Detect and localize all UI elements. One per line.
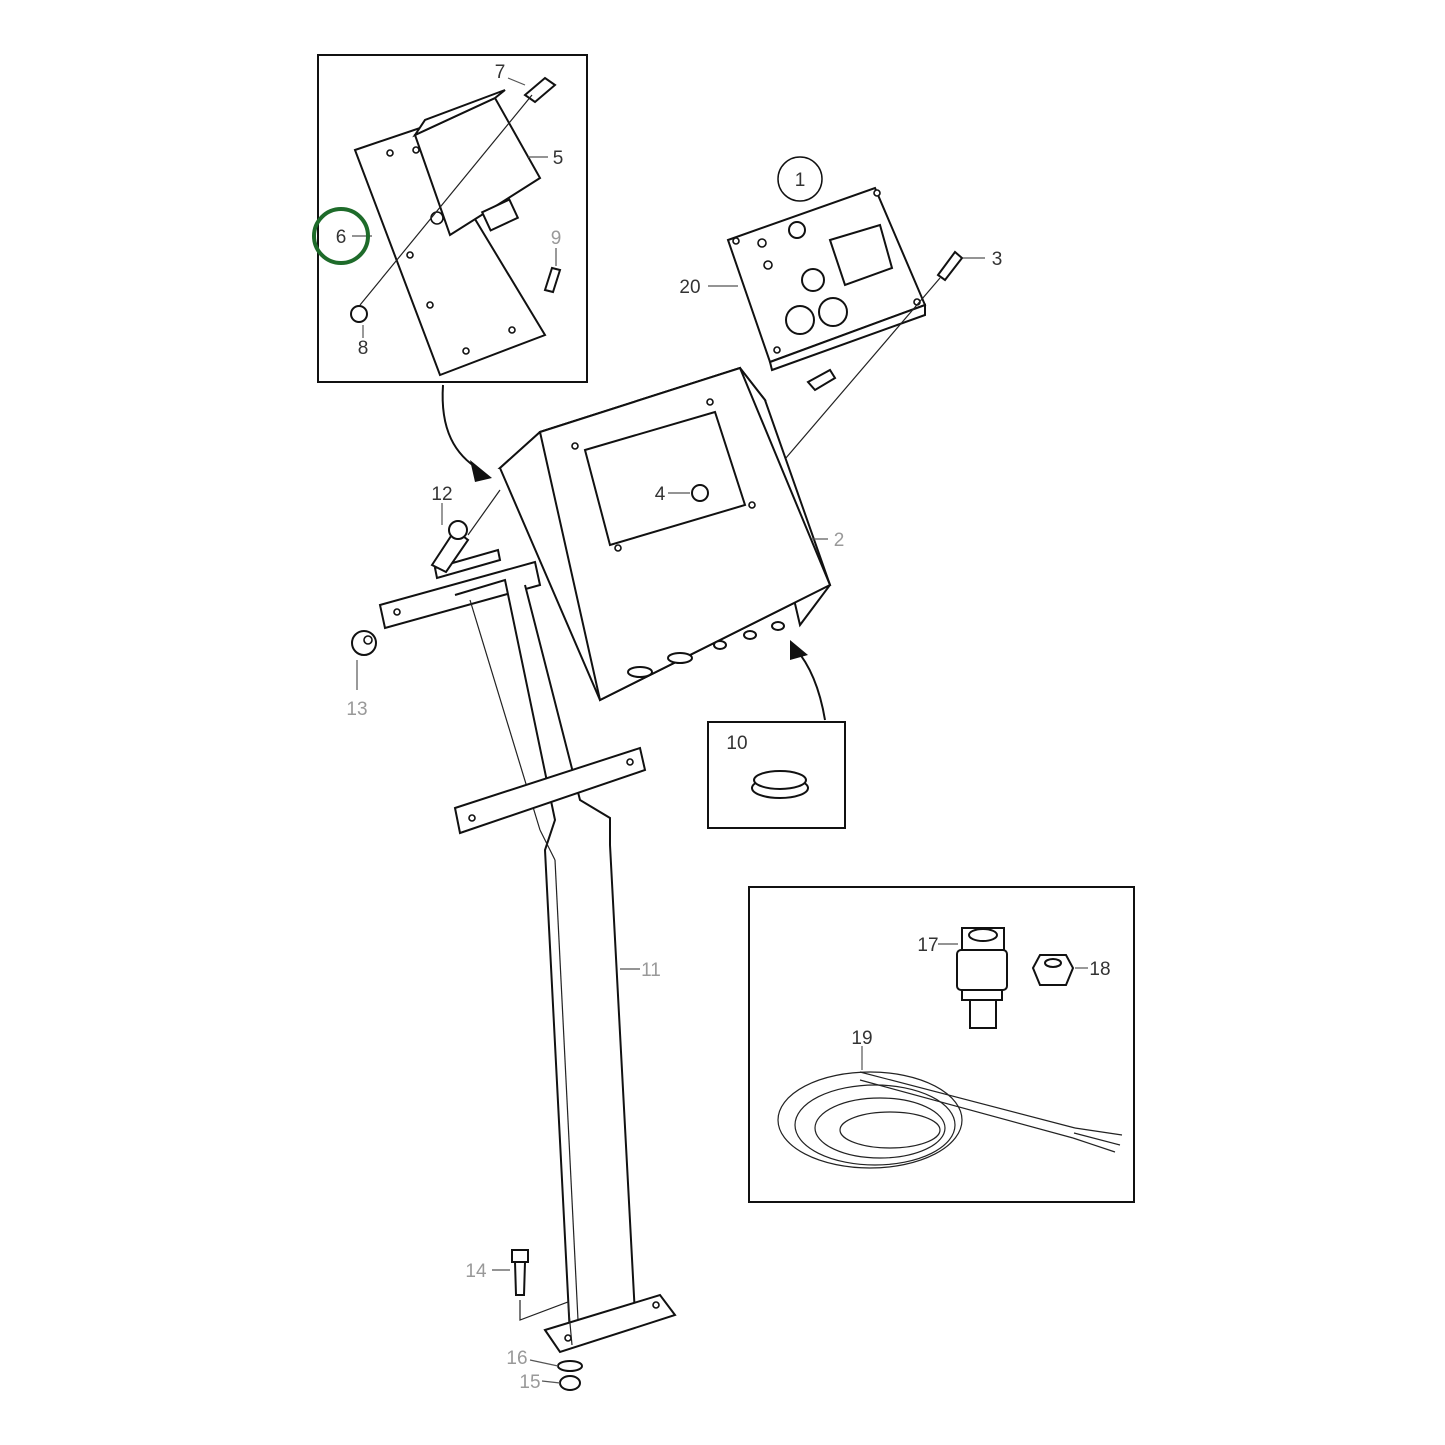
inset-plug: 10 (707, 721, 846, 829)
callout-19: 19 (851, 1028, 872, 1049)
nut-13: 13 (346, 630, 377, 720)
callout-18: 18 (1089, 959, 1110, 980)
inset-sensor-kit: 17 18 19 (748, 886, 1135, 1203)
callout-1: 1 (795, 170, 806, 191)
base-hardware: 14 16 15 (465, 1249, 583, 1393)
control-panel: 1 3 20 (679, 156, 1003, 501)
washer-16 (557, 1360, 583, 1372)
screw-7 (523, 76, 557, 104)
screw-3 (936, 250, 964, 282)
callout-11: 11 (641, 960, 661, 981)
mounting-plate (353, 126, 547, 377)
callout-8: 8 (358, 338, 369, 359)
upper-bracket (378, 560, 542, 630)
callout-6: 6 (336, 227, 347, 248)
highlight-circle (312, 207, 370, 265)
display-screen (828, 223, 894, 287)
callout-10: 10 (726, 733, 747, 754)
screw-9 (543, 266, 562, 294)
callout-9: 9 (551, 228, 562, 249)
nut-15 (559, 1375, 581, 1391)
callout-17: 17 (917, 935, 938, 956)
cable-holes (627, 621, 785, 678)
callout-16: 16 (506, 1348, 527, 1369)
callout-20: 20 (679, 277, 700, 298)
inset-module-plate: 7 5 9 8 6 (312, 54, 588, 383)
pole-stand: 11 (378, 548, 677, 1354)
middle-bracket (453, 746, 647, 835)
panel-opening (583, 410, 747, 547)
bolt-12: 12 (430, 484, 501, 574)
enclosure-box: 4 2 (497, 366, 845, 702)
sensor-17: 17 (917, 927, 1008, 1029)
callout-12: 12 (431, 484, 452, 505)
base-plate (543, 1293, 677, 1354)
cable-19: 19 (777, 1028, 1123, 1169)
callout-5: 5 (553, 148, 564, 169)
callout-4: 4 (655, 484, 666, 505)
callout-2: 2 (834, 530, 845, 551)
arrow-inset-to-box (441, 384, 481, 471)
callout-3: 3 (992, 249, 1003, 270)
callout-15: 15 (519, 1372, 540, 1393)
nut-8 (350, 305, 368, 323)
callout-7: 7 (495, 62, 506, 83)
callout-14: 14 (465, 1261, 487, 1282)
callout-13: 13 (346, 699, 367, 720)
nut-18: 18 (1031, 954, 1111, 986)
